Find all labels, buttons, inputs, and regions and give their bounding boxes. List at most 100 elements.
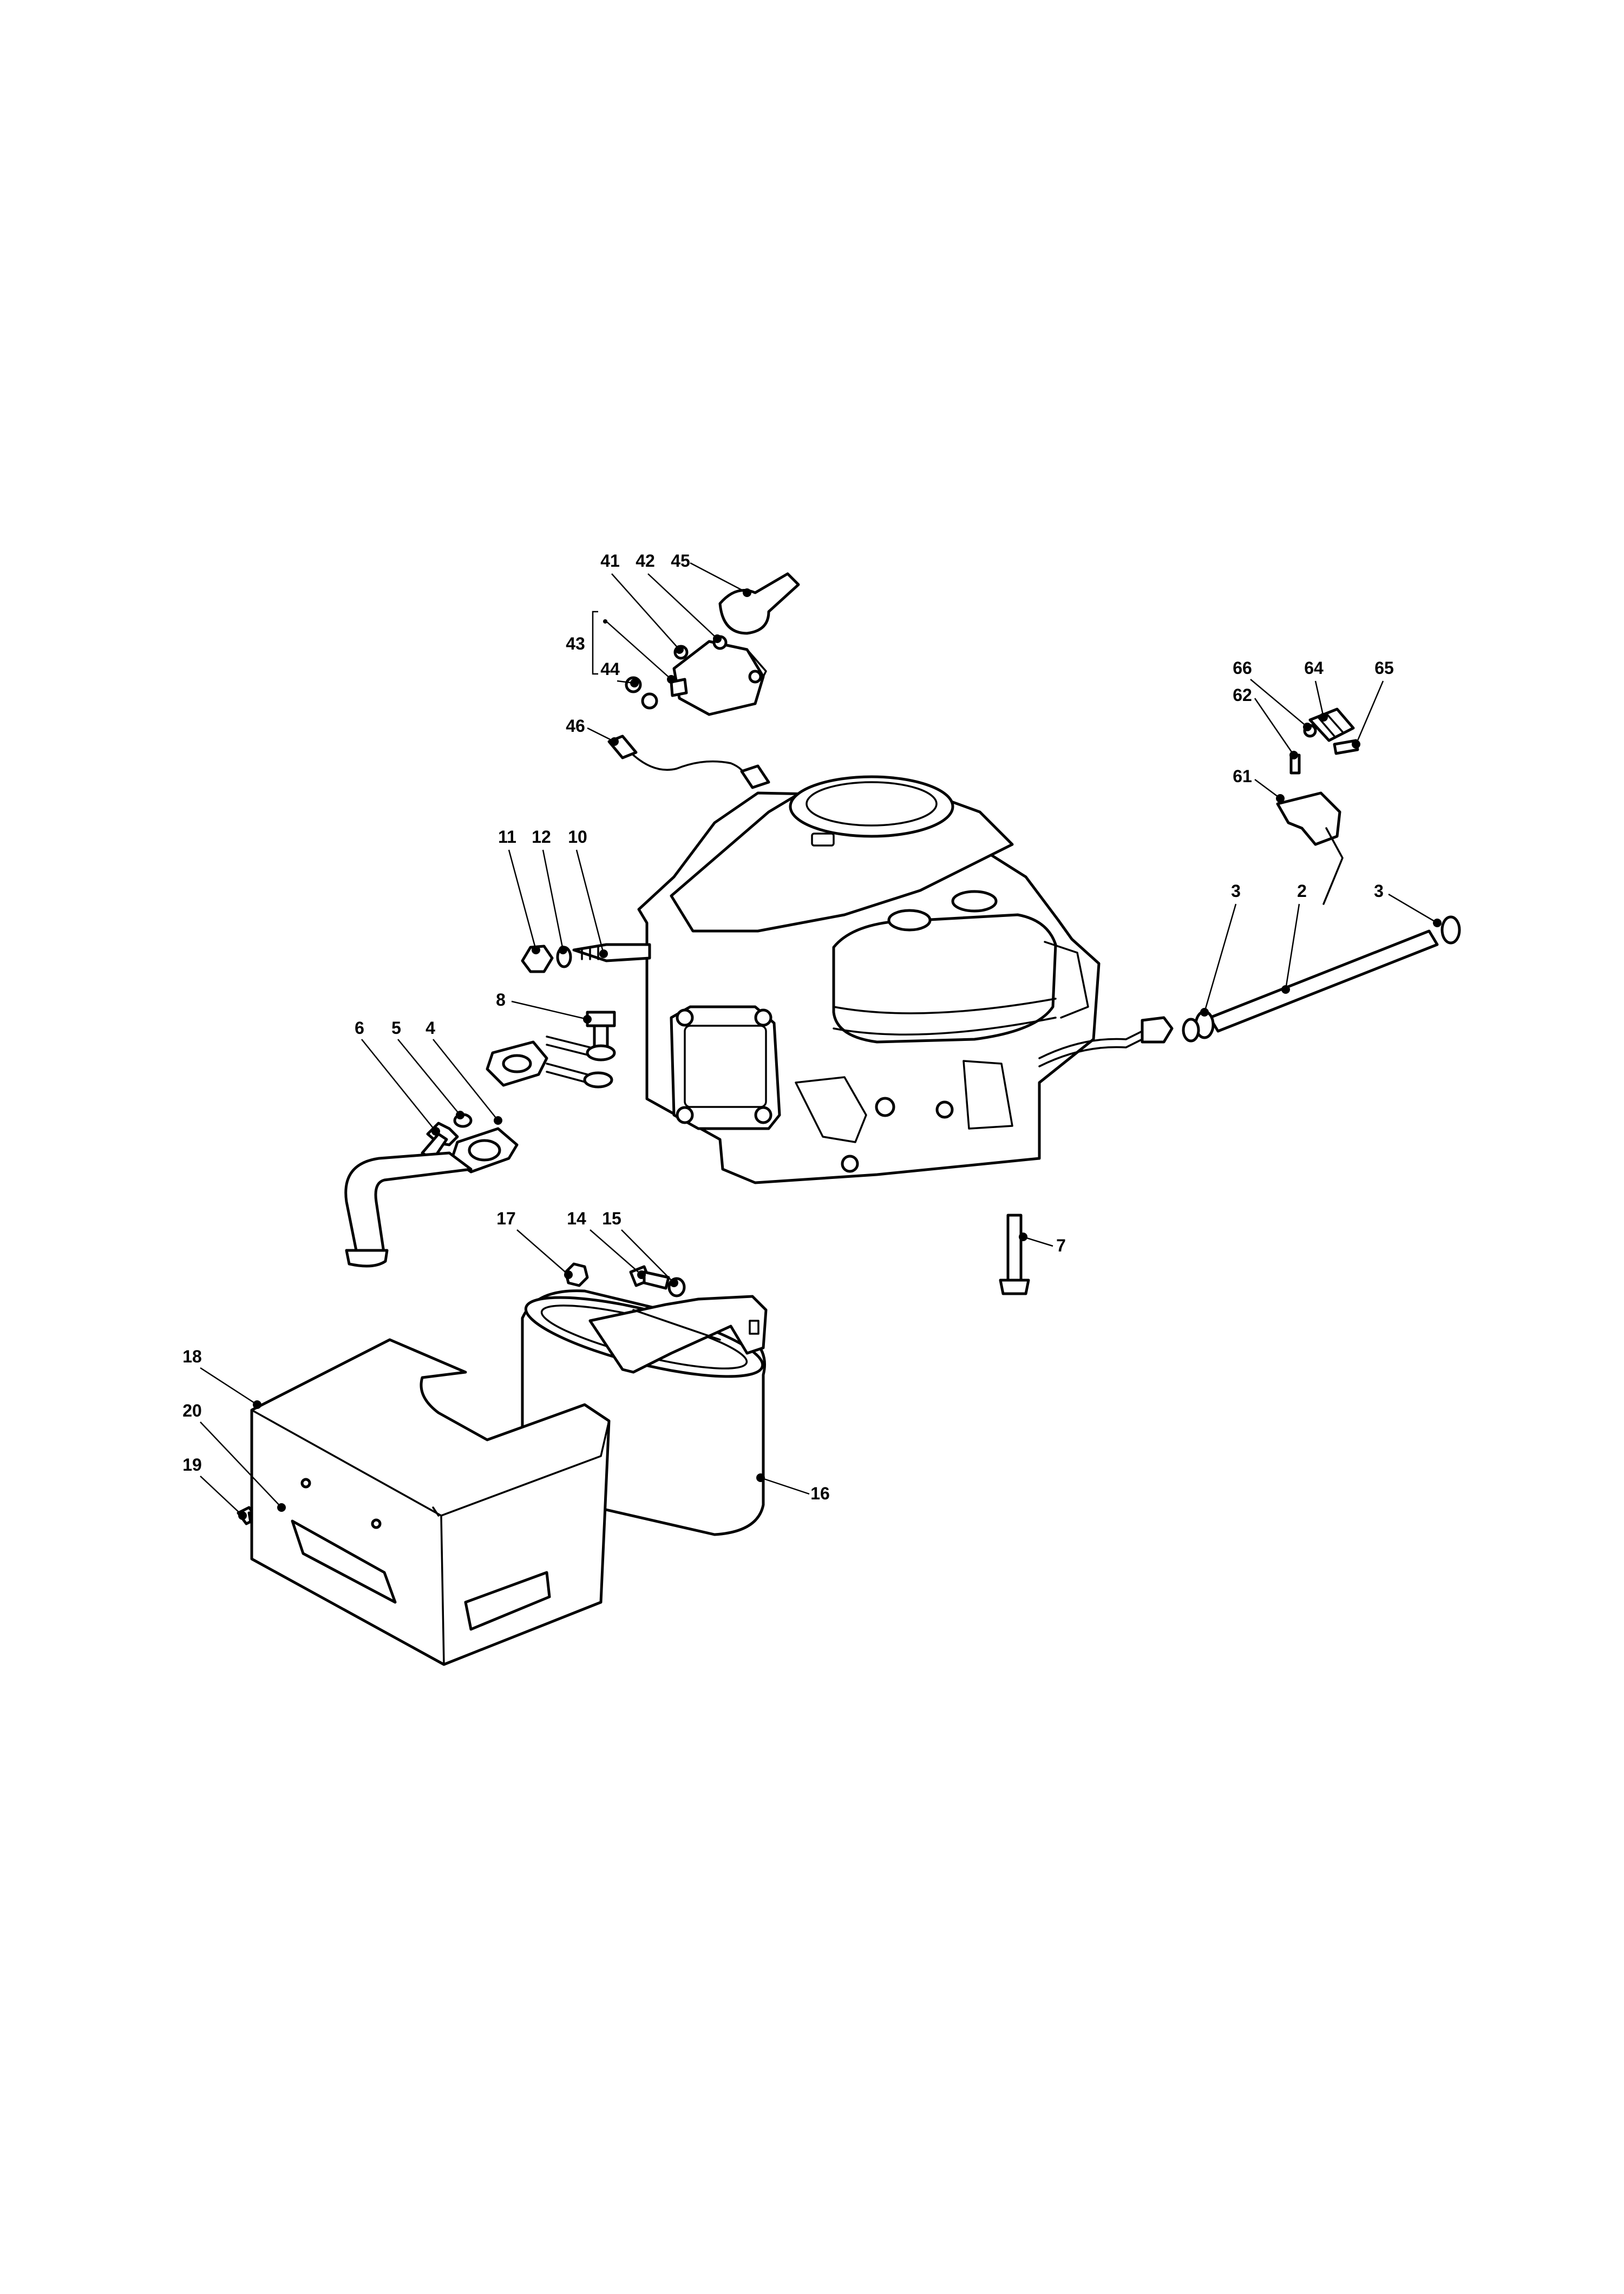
fuel-tank: [832, 913, 1057, 1044]
callout-15: 15: [602, 1209, 621, 1228]
boot: [718, 572, 800, 635]
leader-line-4: [433, 1039, 499, 1121]
leader-dot-19: [238, 1511, 247, 1520]
muffler-bracket: [588, 1295, 768, 1374]
callout-14: 14: [567, 1209, 586, 1228]
leader-dot-6: [431, 1127, 440, 1136]
leader-line-7: [1023, 1236, 1053, 1247]
solenoid-nut-44b: [641, 692, 658, 710]
leader-dot-10: [599, 949, 608, 958]
callout-11: 11: [498, 827, 516, 847]
hose-clamp-right: [1440, 915, 1461, 945]
callout-4: 4: [425, 1018, 435, 1038]
nut: [521, 945, 554, 973]
fasteners: [237, 945, 1030, 1525]
leader-line-6: [361, 1039, 436, 1132]
leader-line-15: [621, 1229, 675, 1283]
leader-dot-45: [743, 588, 751, 597]
leader-line-8: [511, 1000, 588, 1020]
vent-slot-left: [291, 1519, 397, 1604]
leader-line-14: [590, 1229, 642, 1275]
leader-dot-15: [670, 1279, 678, 1287]
callout-65: 65: [1374, 658, 1394, 678]
callout-2: 2: [1297, 881, 1307, 901]
leader-line-12: [542, 849, 564, 951]
leader-line-17: [516, 1229, 569, 1275]
leader-dot-44: [630, 679, 639, 687]
callout-19: 19: [182, 1455, 202, 1474]
leader-dot-3b: [1433, 919, 1442, 927]
leader-dot-65: [1352, 740, 1360, 749]
bracket-43: [592, 611, 598, 675]
leader-line-3a: [1203, 903, 1237, 1013]
stud: [572, 943, 651, 962]
leader-line-2: [1285, 903, 1300, 990]
cable-clamp: [1308, 707, 1355, 742]
leader-line-43: [606, 621, 672, 680]
leader-dot-5: [456, 1111, 464, 1119]
callout-18: 18: [182, 1347, 202, 1366]
leader-line-64: [1314, 680, 1325, 718]
leader-dot-4: [494, 1116, 502, 1125]
leader-dot-16: [756, 1473, 765, 1482]
callout-64: 64: [1304, 658, 1324, 678]
air-filter-cover: [789, 775, 954, 838]
throttle-bracket-assembly: [1276, 707, 1359, 905]
leader-lines: [200, 562, 1442, 1520]
callout-44: 44: [600, 659, 620, 679]
callout-42: 42: [636, 551, 655, 571]
leader-dot-42: [713, 634, 722, 643]
fuel-line-assembly: [1141, 915, 1461, 1044]
throttle-bracket: [1276, 791, 1341, 846]
leader-line-19: [200, 1476, 243, 1516]
leader-line-45: [690, 562, 748, 594]
exhaust-pipe: [344, 1151, 473, 1257]
leader-line-16: [760, 1477, 810, 1495]
leader-line-61: [1254, 778, 1281, 799]
leader-line-11: [508, 849, 537, 951]
leader-dot-2: [1281, 985, 1290, 994]
leader-dot-12: [559, 946, 567, 954]
leader-dot-17: [564, 1270, 573, 1279]
bolt-7: [1006, 1214, 1023, 1282]
leader-dot-11: [532, 946, 540, 954]
leader-line-3b: [1388, 893, 1438, 924]
leader-line-65: [1355, 680, 1384, 745]
nut-17: [564, 1262, 589, 1287]
fuel-pipe: [1208, 929, 1439, 1033]
callout-45: 45: [671, 551, 690, 571]
callout-7: 7: [1056, 1236, 1066, 1255]
leader-dot-61: [1276, 794, 1285, 803]
callout-41: 41: [600, 551, 620, 571]
leader-line-66: [1250, 679, 1308, 727]
callout-12: 12: [532, 827, 551, 847]
leader-line-41: [611, 573, 680, 650]
heat-shield: [250, 1338, 611, 1666]
leader-dot-66: [1303, 723, 1312, 731]
leader-dot-20: [277, 1503, 286, 1512]
leader-line-18: [200, 1367, 258, 1406]
callout-8: 8: [496, 990, 506, 1010]
leader-line-42: [647, 573, 718, 639]
leader-dot-41: [675, 645, 684, 654]
leader-dot-18: [253, 1400, 261, 1409]
leader-line-20: [200, 1421, 282, 1508]
leader-line-62: [1254, 698, 1295, 756]
callout-17: 17: [496, 1209, 516, 1228]
engine: [572, 775, 1143, 1184]
vent-slot-right: [464, 1571, 551, 1631]
callout-10: 10: [568, 827, 587, 847]
wire-terminal-right: [740, 764, 770, 789]
starter-solenoid-assembly: [607, 572, 800, 789]
callout-66: 66: [1233, 658, 1252, 678]
callout-46: 46: [566, 716, 585, 736]
leader-line-5: [397, 1039, 461, 1116]
leader-dot-62: [1289, 751, 1298, 759]
leader-line-46: [587, 727, 615, 743]
callout-61: 61: [1233, 766, 1252, 786]
exhaust-pipe-assembly: [344, 1040, 548, 1268]
fuel-connector: [1141, 1016, 1174, 1044]
callout-3a: 3: [1231, 881, 1241, 901]
oil-cap: [951, 890, 998, 913]
